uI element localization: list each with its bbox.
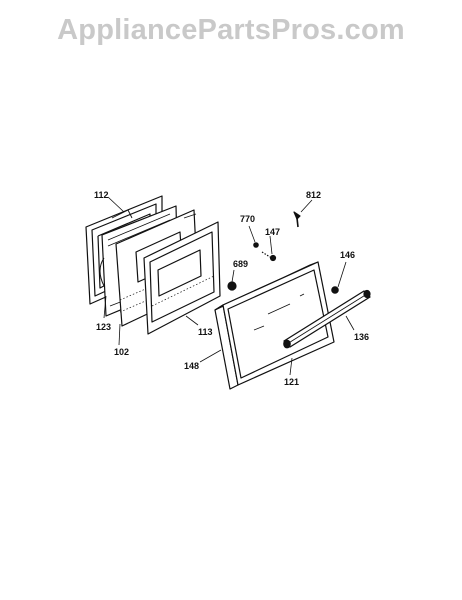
label-121: 121 bbox=[284, 377, 299, 387]
label-812: 812 bbox=[306, 190, 321, 200]
part-147-spacer bbox=[261, 251, 277, 262]
part-146-screw bbox=[331, 286, 339, 294]
part-812-screw bbox=[293, 211, 301, 228]
part-113-glass-panel bbox=[143, 221, 221, 335]
label-113: 113 bbox=[198, 327, 213, 337]
label-689: 689 bbox=[233, 259, 248, 269]
leader-lines bbox=[103, 196, 355, 376]
label-102: 102 bbox=[114, 347, 129, 357]
label-146: 146 bbox=[340, 250, 355, 260]
label-148: 148 bbox=[184, 361, 199, 371]
part-770-screw bbox=[253, 242, 259, 248]
part-121-outer-door bbox=[214, 261, 335, 390]
part-136-handle bbox=[283, 289, 371, 349]
label-112: 112 bbox=[94, 190, 109, 200]
site-watermark: AppliancePartsPros.com bbox=[57, 14, 405, 46]
label-147: 147 bbox=[265, 227, 280, 237]
part-labels: 112 123 102 113 770 147 689 812 146 148 … bbox=[94, 190, 369, 387]
label-136: 136 bbox=[354, 332, 369, 342]
part-689-screw bbox=[227, 281, 237, 291]
label-123: 123 bbox=[96, 322, 111, 332]
label-770: 770 bbox=[240, 214, 255, 224]
